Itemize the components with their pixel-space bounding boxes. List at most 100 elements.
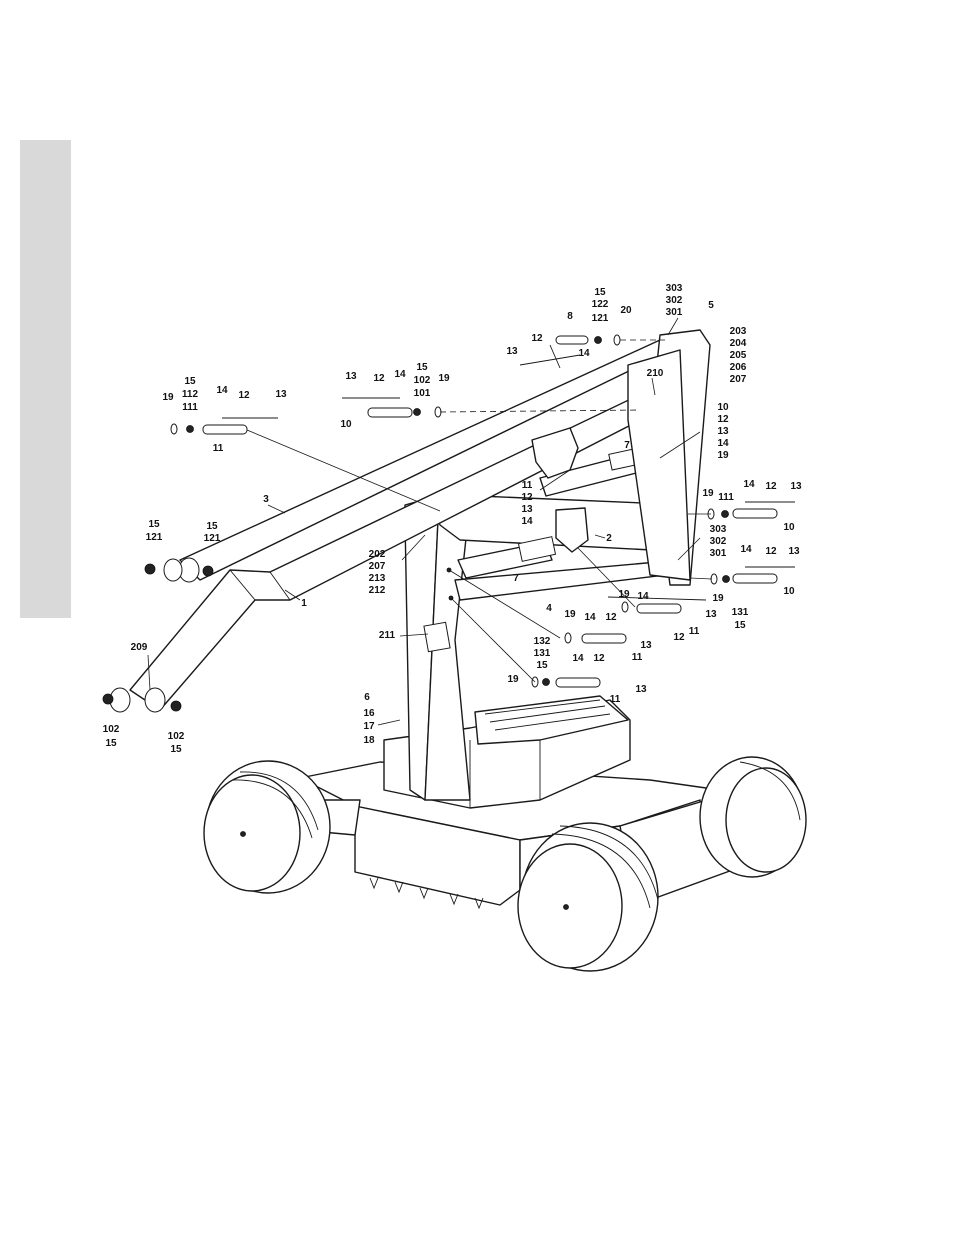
hardware-pins: [102, 334, 795, 712]
boom-3: [163, 329, 711, 586]
boom-1: [109, 384, 661, 713]
callout-l-5: 5: [708, 300, 714, 311]
callout-l-19e: 19: [618, 589, 630, 600]
callout-l-132: 132: [534, 636, 551, 647]
callout-l-207a: 207: [730, 374, 747, 385]
callout-l-14g: 14: [740, 544, 752, 555]
callout-l-206: 206: [730, 362, 747, 373]
callout-l-2: 2: [606, 533, 612, 544]
callout-l-301b: 301: [710, 548, 727, 559]
callout-l-111a: 111: [182, 402, 198, 413]
callout-l-131b: 131: [534, 648, 551, 659]
callout-l-15e: 15: [206, 521, 218, 532]
callout-l-13j: 13: [635, 684, 647, 695]
callout-l-14e: 14: [521, 516, 533, 527]
callout-l-6: 6: [364, 692, 370, 703]
callout-l-14i: 14: [584, 612, 596, 623]
callout-l-18: 18: [363, 735, 375, 746]
callout-l-131a: 131: [732, 607, 749, 618]
callout-l-205: 205: [730, 350, 747, 361]
callout-l-121b: 121: [146, 532, 163, 543]
callout-l-303b: 303: [710, 524, 727, 535]
callout-l-8: 8: [567, 311, 573, 322]
leader-lines: [147, 317, 713, 726]
callout-l-121a: 121: [592, 313, 609, 324]
callout-l-20: 20: [620, 305, 632, 316]
callout-l-13b: 13: [345, 371, 357, 382]
callout-l-13a: 13: [506, 346, 518, 357]
callout-l-301a: 301: [666, 307, 683, 318]
callout-l-11a: 11: [213, 443, 224, 454]
callout-l-17: 17: [363, 721, 375, 732]
callout-l-13h: 13: [705, 609, 717, 620]
callout-l-15a: 15: [594, 287, 606, 298]
wheel-rear-right: [699, 756, 807, 878]
callout-l-12j: 12: [593, 653, 605, 664]
callout-l-14d: 14: [717, 438, 729, 449]
callout-l-19b: 19: [162, 392, 174, 403]
callout-l-122: 122: [592, 299, 609, 310]
callout-l-204: 204: [730, 338, 747, 349]
callout-l-15b: 15: [416, 362, 428, 373]
callout-l-12h: 12: [673, 632, 685, 643]
callout-l-19c: 19: [717, 450, 729, 461]
callout-l-302a: 302: [666, 295, 683, 306]
callout-l-121c: 121: [204, 533, 221, 544]
callout-l-19f: 19: [712, 593, 724, 604]
callout-l-4: 4: [546, 603, 552, 614]
cylinder-lower: [457, 536, 557, 579]
callout-l-210: 210: [647, 368, 664, 379]
callout-l-111b: 111: [718, 492, 734, 503]
callout-l-15c: 15: [184, 376, 196, 387]
mast: [404, 497, 471, 801]
callout-l-102a: 102: [414, 375, 431, 386]
callout-l-211: 211: [379, 630, 396, 641]
callout-l-14f: 14: [743, 479, 755, 490]
callout-l-15h: 15: [105, 738, 117, 749]
callout-l-13g: 13: [788, 546, 800, 557]
callout-l-12i: 12: [605, 612, 617, 623]
callout-l-12d: 12: [717, 414, 729, 425]
side-tab: [20, 140, 71, 618]
callout-l-10b: 10: [717, 402, 729, 413]
callout-l-14j: 14: [572, 653, 584, 664]
callout-l-13c: 13: [275, 389, 287, 400]
callout-l-10a: 10: [340, 419, 352, 430]
callout-l-19d: 19: [702, 488, 714, 499]
callout-l-11b: 11: [522, 480, 533, 491]
callout-l-3: 3: [263, 494, 269, 505]
callout-l-12e: 12: [521, 492, 533, 503]
callout-l-15d: 15: [148, 519, 160, 530]
callout-l-102c: 102: [168, 731, 185, 742]
callout-l-102b: 102: [103, 724, 120, 735]
callout-l-12g: 12: [765, 546, 777, 557]
callout-l-7a: 7: [624, 440, 630, 451]
callout-l-19a: 19: [438, 373, 450, 384]
callout-l-1: 1: [301, 598, 307, 609]
callout-l-203: 203: [730, 326, 747, 337]
callout-l-15i: 15: [170, 744, 182, 755]
callout-l-14b: 14: [394, 369, 406, 380]
callout-l-13e: 13: [521, 504, 533, 515]
callout-l-13f: 13: [790, 481, 802, 492]
callout-l-11c: 11: [689, 626, 700, 637]
callout-l-11e: 11: [610, 694, 621, 705]
callout-l-10d: 10: [783, 586, 795, 597]
callout-l-12b: 12: [373, 373, 385, 384]
callout-l-212: 212: [369, 585, 386, 596]
callout-l-12a: 12: [531, 333, 543, 344]
callout-l-213: 213: [369, 573, 386, 584]
callout-l-112: 112: [182, 389, 199, 400]
wheel-rear-left: [203, 760, 331, 894]
callout-l-13i: 13: [640, 640, 652, 651]
callout-l-11d: 11: [632, 652, 643, 663]
callout-l-19h: 19: [507, 674, 519, 685]
callout-l-7b: 7: [513, 573, 519, 584]
callout-l-14a: 14: [578, 348, 590, 359]
callout-l-13d: 13: [717, 426, 729, 437]
wheel-front-right: [517, 822, 659, 972]
callout-l-209: 209: [131, 642, 148, 653]
